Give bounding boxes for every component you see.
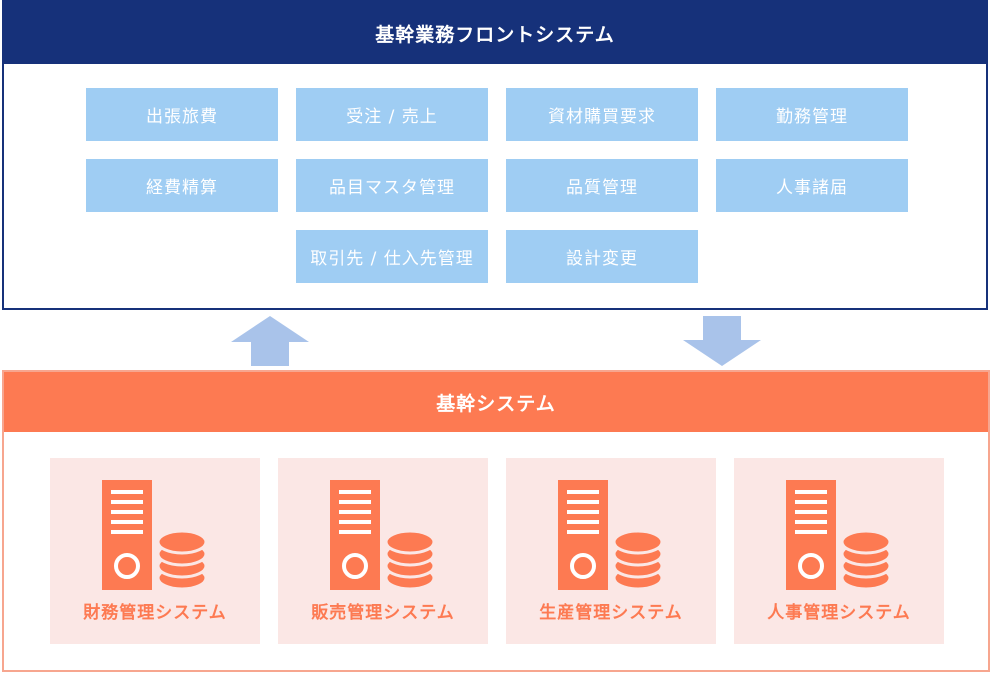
server-database-icon — [330, 480, 436, 591]
system-card: 販売管理システム — [278, 458, 488, 644]
module-box: 品目マスタ管理 — [296, 159, 488, 212]
system-label: 販売管理システム — [311, 603, 455, 623]
front-system-panel: 基幹業務フロントシステム 出張旅費 受注 / 売上 資材購買要求 勤務管理 経費… — [2, 0, 988, 310]
system-card: 生産管理システム — [506, 458, 716, 644]
front-system-title: 基幹業務フロントシステム — [4, 2, 986, 64]
system-card: 人事管理システム — [734, 458, 944, 644]
module-box: 資材購買要求 — [506, 88, 698, 141]
module-box: 勤務管理 — [716, 88, 908, 141]
core-system-panel: 基幹システム 財務管理システム — [2, 370, 990, 672]
arrow-up-icon — [231, 316, 309, 366]
module-box: 人事諸届 — [716, 159, 908, 212]
module-box: 出張旅費 — [86, 88, 278, 141]
system-label: 人事管理システム — [767, 603, 911, 623]
module-box: 取引先 / 仕入先管理 — [296, 230, 488, 283]
system-label: 財務管理システム — [83, 603, 227, 623]
system-card: 財務管理システム — [50, 458, 260, 644]
module-box: 設計変更 — [506, 230, 698, 283]
server-database-icon — [558, 480, 664, 591]
module-box: 品質管理 — [506, 159, 698, 212]
server-database-icon — [102, 480, 208, 591]
module-box: 経費精算 — [86, 159, 278, 212]
system-label: 生産管理システム — [539, 603, 683, 623]
arrow-down-icon — [683, 316, 761, 366]
module-box: 受注 / 売上 — [296, 88, 488, 141]
core-system-title: 基幹システム — [4, 372, 988, 432]
server-database-icon — [786, 480, 892, 591]
